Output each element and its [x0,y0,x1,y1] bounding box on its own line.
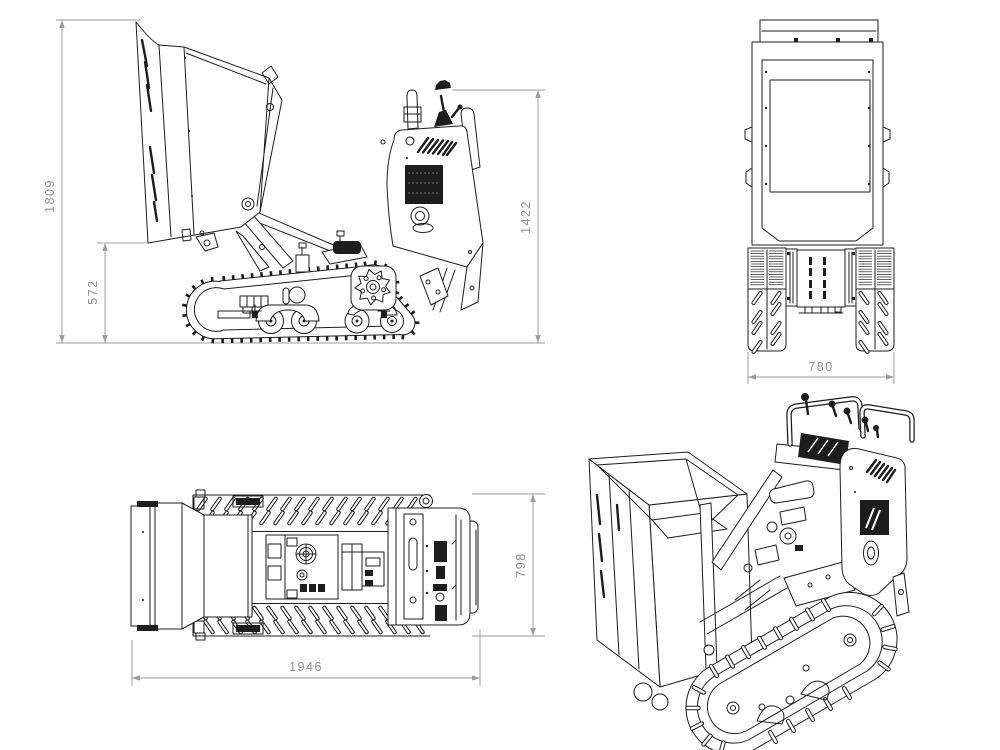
arrow-icon [748,374,756,380]
track-lugs [751,290,889,355]
side-skip-arm [235,214,294,272]
iso-track [685,591,898,750]
arrow-icon [886,374,894,380]
track-hatch [750,250,892,286]
engine-grille [860,500,889,535]
engine-grille [405,165,443,204]
iso-skip [588,451,753,688]
top-skip [130,501,253,631]
joystick-knob [828,400,836,408]
arrow-icon [535,335,541,343]
track-lugs [685,597,898,750]
front-skip [744,19,891,246]
front-chassis [785,248,857,314]
arrow-icon [59,20,65,28]
arrow-icon [530,628,536,636]
joystick-boot [434,110,453,127]
iso-body [774,433,910,617]
front-tracks [747,247,895,355]
dim-label-top-overall-width: 798 [514,552,528,577]
dimension-lines-top: 798 1946 [131,493,545,686]
arrow-icon [472,675,480,681]
arrow-icon [132,675,140,681]
isometric-view [588,393,915,750]
side-view: 1809 572 1422 [43,19,545,344]
dim-label-side-skip-bottom-height: 572 [86,279,100,304]
iso-handles [786,393,915,447]
side-engine-body [380,80,484,311]
top-machinery [262,532,390,603]
front-view: 780 [744,19,895,384]
side-track [182,230,420,344]
vent-hatch [416,136,458,157]
arrow-icon [59,335,65,343]
joystick-knob [801,393,809,401]
top-platform [387,494,479,626]
dim-label-side-overall-height: 1809 [43,179,57,213]
top-track-outlines [192,489,431,641]
arrow-icon [102,243,108,251]
arrow-icon [535,90,541,98]
dim-label-side-machine-height: 1422 [519,200,533,234]
side-tipping-linkage [246,209,339,253]
joystick-knob [843,407,851,415]
top-view: 798 1946 [130,489,545,686]
iso-underframe [699,561,856,635]
arrow-icon [102,335,108,343]
joystick-knob [873,425,879,431]
side-rear-frame [419,267,456,313]
knob [419,494,433,508]
joystick-knob [435,80,451,90]
side-skip [135,21,283,252]
arrow-icon [530,494,536,502]
handle-strip [460,107,481,172]
dim-label-top-overall-length: 1946 [289,660,323,674]
dimension-lines-front: 780 [747,352,895,384]
iso-engine-cluster [734,480,815,611]
dim-label-front-overall-width: 780 [808,360,833,374]
vent-hatch [865,458,897,484]
joystick-knob [861,416,869,424]
dimension-lines-side: 1809 572 1422 [43,19,545,344]
